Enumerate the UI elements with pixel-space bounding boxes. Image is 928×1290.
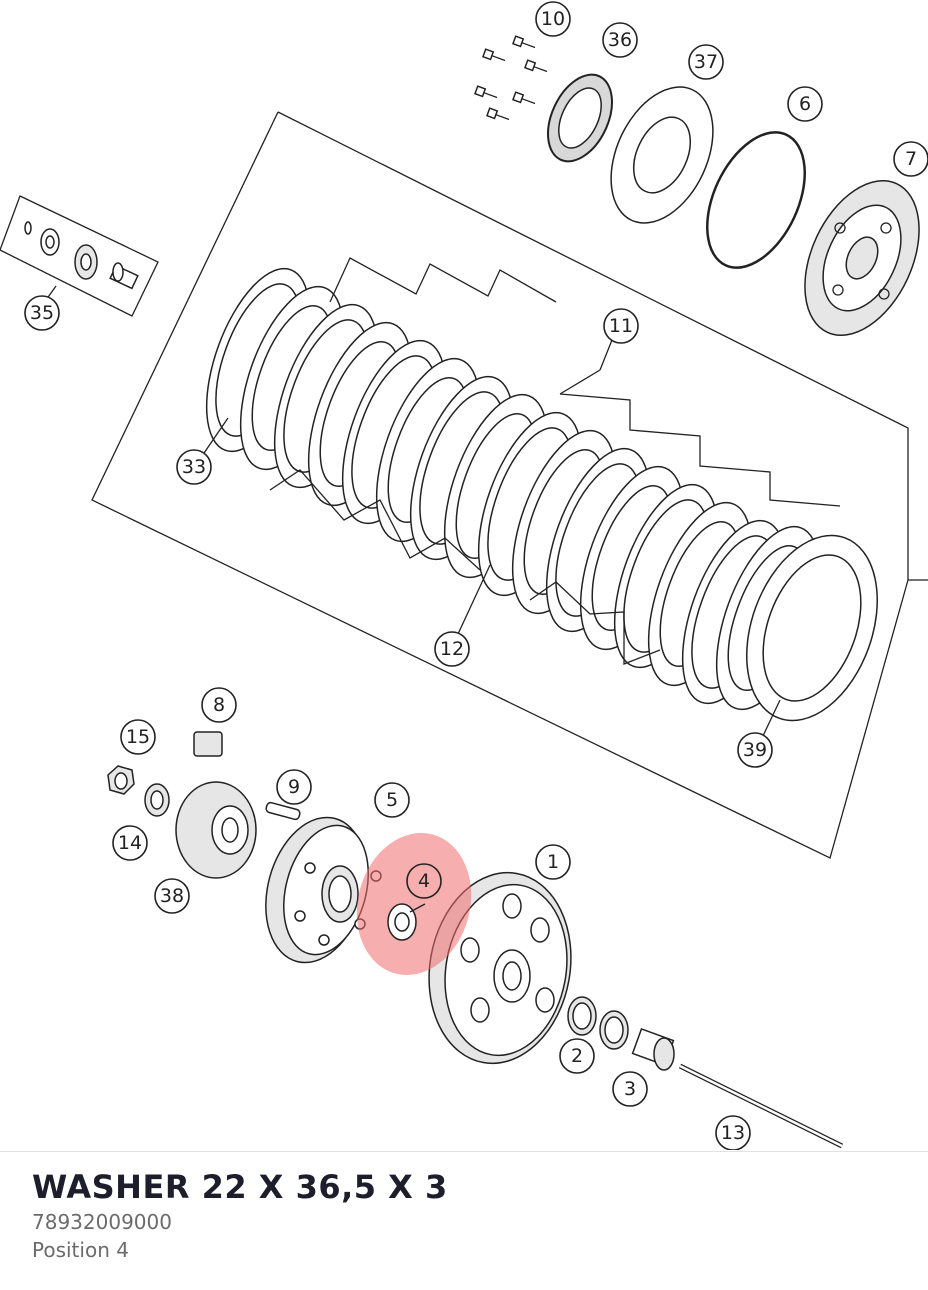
- kit-35-frame: [0, 195, 159, 317]
- callout-circle: [112, 825, 148, 861]
- callout-label: 8: [213, 694, 225, 716]
- callout-37[interactable]: 37: [688, 44, 724, 80]
- callout-label: 13: [721, 1122, 745, 1144]
- callout-circle: [201, 687, 237, 723]
- wire-ring-6: [706, 131, 806, 269]
- callout-label: 4: [418, 870, 430, 892]
- callout-circle: [688, 44, 724, 80]
- push-rod-13: [678, 1063, 844, 1149]
- callout-15[interactable]: 15: [120, 719, 156, 755]
- callout-label: 14: [118, 832, 142, 854]
- callout-circle: [154, 878, 190, 914]
- callout-14[interactable]: 14: [112, 825, 148, 861]
- callout-circle: [120, 719, 156, 755]
- callout-circle: [559, 1038, 595, 1074]
- callout-label: 7: [905, 148, 917, 170]
- bolts-10: [474, 35, 548, 121]
- callout-label: 12: [440, 638, 464, 660]
- callout-2[interactable]: 2: [559, 1038, 595, 1074]
- callout-1[interactable]: 1: [535, 844, 571, 880]
- callout-label: 33: [182, 456, 206, 478]
- callout-label: 15: [126, 726, 150, 748]
- pressure-plate-7: [804, 179, 920, 337]
- callout-8[interactable]: 8: [201, 687, 237, 723]
- pin-9: [265, 801, 301, 821]
- callout-35[interactable]: 35: [24, 295, 60, 331]
- callout-label: 5: [386, 789, 398, 811]
- callout-9[interactable]: 9: [276, 769, 312, 805]
- part-position: Position 4: [32, 1238, 129, 1262]
- callout-circle: [603, 308, 639, 344]
- callout-label: 11: [609, 315, 633, 337]
- callout-3[interactable]: 3: [612, 1071, 648, 1107]
- group-brackets: [45, 257, 841, 739]
- callout-circle: [276, 769, 312, 805]
- callout-label: 6: [799, 93, 811, 115]
- callout-38[interactable]: 38: [154, 878, 190, 914]
- callout-label: 38: [160, 885, 184, 907]
- callout-label: 39: [743, 739, 767, 761]
- callout-circle: [535, 1, 571, 37]
- callout-circle: [434, 631, 470, 667]
- callout-label: 1: [547, 851, 559, 873]
- sleeve-3: [631, 1028, 675, 1071]
- callout-13[interactable]: 13: [715, 1115, 751, 1150]
- callout-4[interactable]: 4: [406, 863, 442, 899]
- callout-circle: [737, 732, 773, 768]
- hub-38: [175, 781, 257, 879]
- callout-circle: [535, 844, 571, 880]
- callout-circle: [715, 1115, 751, 1150]
- callout-circle: [893, 141, 928, 177]
- callout-label: 37: [694, 51, 718, 73]
- callout-11[interactable]: 11: [603, 308, 639, 344]
- callout-label: 36: [608, 29, 632, 51]
- callout-circle: [612, 1071, 648, 1107]
- part-number: 78932009000: [32, 1210, 172, 1234]
- callout-6[interactable]: 6: [787, 86, 823, 122]
- callout-label: 3: [624, 1078, 636, 1100]
- callout-39[interactable]: 39: [737, 732, 773, 768]
- callout-circle: [406, 863, 442, 899]
- callout-5[interactable]: 5: [374, 782, 410, 818]
- callout-36[interactable]: 36: [602, 22, 638, 58]
- clutch-pack-frame: [277, 111, 928, 581]
- bushing-2: [567, 996, 629, 1050]
- kit-35-parts: [24, 221, 139, 290]
- callout-10[interactable]: 10: [535, 1, 571, 37]
- callout-12[interactable]: 12: [434, 631, 470, 667]
- insert-8: [193, 731, 223, 757]
- callout-circle: [176, 449, 212, 485]
- nut-15: [107, 765, 135, 795]
- callout-7[interactable]: 7: [893, 141, 928, 177]
- part-title: WASHER 22 X 36,5 X 3: [32, 1168, 448, 1206]
- pressure-disc-37: [610, 86, 714, 224]
- callout-circle: [24, 295, 60, 331]
- callout-circle: [787, 86, 823, 122]
- callout-label: 2: [571, 1045, 583, 1067]
- footer-divider: [0, 1151, 928, 1152]
- callout-circle: [374, 782, 410, 818]
- washer-14: [144, 783, 170, 817]
- callout-label: 35: [30, 302, 54, 324]
- needle-bearing-36: [547, 73, 613, 163]
- highlight-position-4: [356, 832, 472, 976]
- callout-label: 9: [288, 776, 300, 798]
- washer-4[interactable]: [387, 903, 417, 941]
- callout-33[interactable]: 33: [176, 449, 212, 485]
- clutch-disc-stack: [205, 267, 878, 722]
- callout-circle: [602, 22, 638, 58]
- callout-label: 10: [541, 8, 565, 30]
